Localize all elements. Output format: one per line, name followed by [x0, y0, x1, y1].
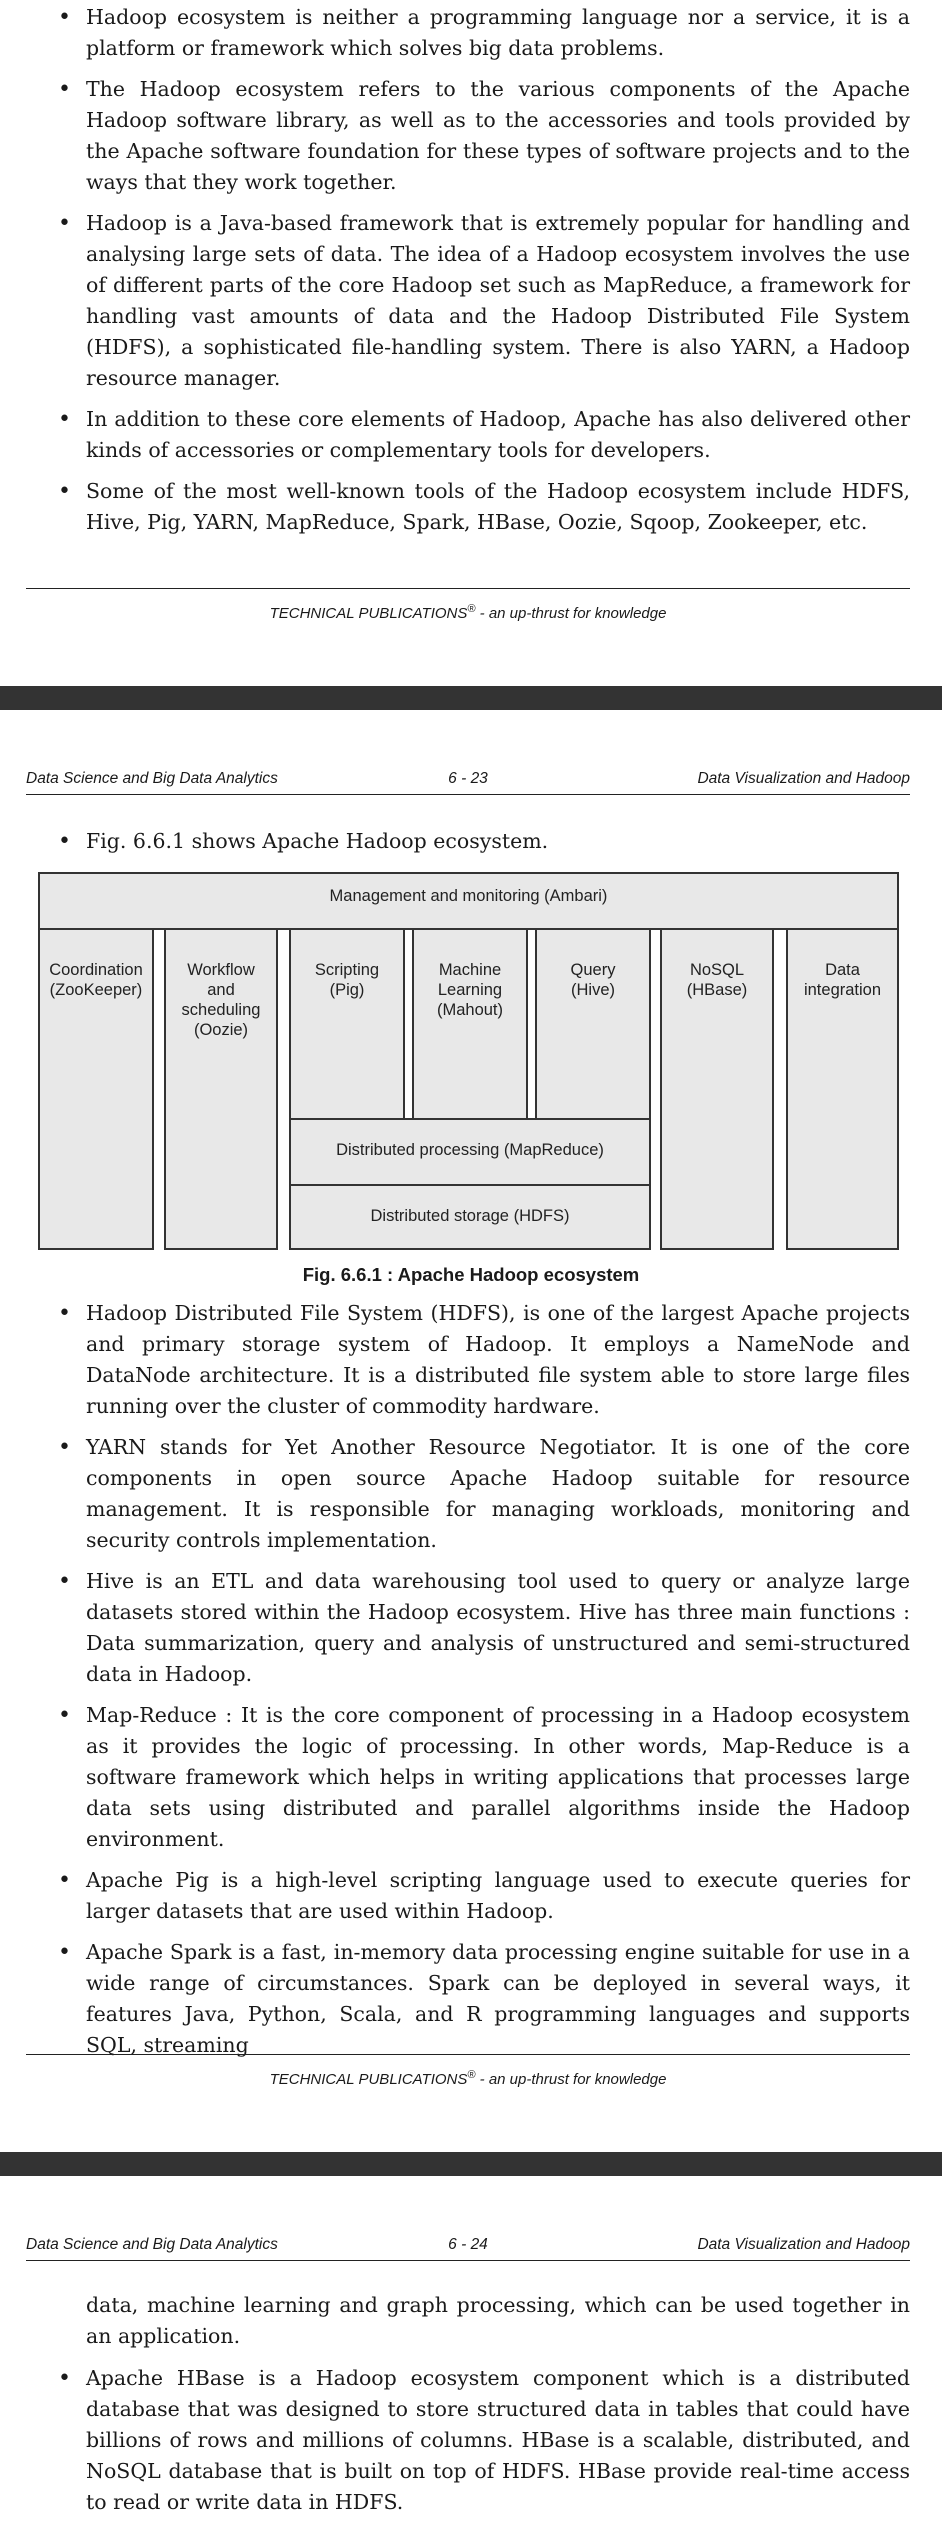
query-box: Query (Hive): [535, 928, 651, 1120]
processing-box: Distributed processing (MapReduce): [289, 1118, 651, 1186]
list-item: Some of the most well-known tools of the…: [56, 476, 910, 538]
page-header: Data Science and Big Data Analytics 6 - …: [26, 2236, 910, 2261]
workflow-and: and: [207, 981, 235, 999]
machine-learning-box: Machine Learning (Mahout): [412, 928, 528, 1120]
ml-label: Machine: [438, 961, 502, 979]
nosql-sub: (HBase): [686, 981, 748, 999]
data-integration-box: Data integration: [786, 928, 899, 1250]
nosql-label: NoSQL: [689, 961, 745, 979]
list-item: Hadoop ecosystem is neither a programmin…: [56, 2, 910, 64]
registered-mark: ®: [467, 603, 476, 615]
page2-bullet-list: Hadoop Distributed File System (HDFS), i…: [56, 1298, 910, 2071]
ml-learning: Learning: [437, 981, 503, 999]
scripting-label: Scripting: [314, 961, 380, 979]
figure-caption: Fig. 6.6.1 : Apache Hadoop ecosystem: [302, 1264, 640, 1285]
scripting-sub: (Pig): [329, 981, 365, 999]
footer-publisher: TECHNICAL PUBLICATIONS: [269, 605, 468, 622]
header-chapter-title: Data Visualization and Hadoop: [697, 2236, 910, 2253]
page2-intro-list: Fig. 6.6.1 shows Apache Hadoop ecosystem…: [56, 826, 910, 867]
page-footer: TECHNICAL PUBLICATIONS® - an up-thrust f…: [26, 2054, 910, 2088]
query-label: Query: [570, 961, 616, 979]
list-item: Apache Spark is a fast, in-memory data p…: [56, 1937, 910, 2061]
hadoop-ecosystem-diagram: Management and monitoring (Ambari) Coord…: [38, 872, 899, 1250]
header-page-number: 6 - 24: [448, 2236, 488, 2253]
continued-paragraph: data, machine learning and graph process…: [86, 2293, 910, 2348]
processing-label: Distributed processing (MapReduce): [336, 1141, 604, 1159]
list-item: Apache HBase is a Hadoop ecosystem compo…: [56, 2363, 910, 2518]
footer-tagline: - an up-thrust for knowledge: [475, 2071, 667, 2088]
list-item: Map-Reduce : It is the core component of…: [56, 1700, 910, 1855]
coordination-label: Coordination: [49, 961, 143, 979]
registered-mark: ®: [467, 2069, 476, 2081]
list-item: Hive is an ETL and data warehousing tool…: [56, 1566, 910, 1690]
list-item: Hadoop is a Java-based framework that is…: [56, 208, 910, 394]
page-separator: [0, 2152, 942, 2176]
coordination-box: Coordination (ZooKeeper): [38, 928, 154, 1250]
data-integration-sub: integration: [803, 981, 882, 999]
storage-box: Distributed storage (HDFS): [289, 1184, 651, 1250]
header-book-title: Data Science and Big Data Analytics: [26, 2236, 278, 2253]
scripting-box: Scripting (Pig): [289, 928, 405, 1120]
page-separator: [0, 686, 942, 710]
workflow-sub: (Oozie): [193, 1021, 249, 1039]
data-integration-label: Data: [825, 961, 860, 979]
nosql-box: NoSQL (HBase): [660, 928, 774, 1250]
ml-sub: (Mahout): [436, 1001, 504, 1019]
page3-bullet-list: Apache HBase is a Hadoop ecosystem compo…: [56, 2363, 910, 2528]
workflow-scheduling: scheduling: [181, 1001, 261, 1019]
header-book-title: Data Science and Big Data Analytics: [26, 770, 278, 787]
query-sub: (Hive): [571, 981, 615, 999]
list-item: In addition to these core elements of Ha…: [56, 404, 910, 466]
list-item: YARN stands for Yet Another Resource Neg…: [56, 1432, 910, 1556]
footer-publisher: TECHNICAL PUBLICATIONS: [269, 2071, 468, 2088]
page-footer: TECHNICAL PUBLICATIONS® - an up-thrust f…: [26, 588, 910, 622]
management-box: Management and monitoring (Ambari): [38, 872, 899, 930]
footer-tagline: - an up-thrust for knowledge: [475, 605, 667, 622]
storage-label: Distributed storage (HDFS): [370, 1207, 570, 1225]
list-item: The Hadoop ecosystem refers to the vario…: [56, 74, 910, 198]
list-item: Fig. 6.6.1 shows Apache Hadoop ecosystem…: [56, 826, 910, 857]
list-item: Apache Pig is a high-level scripting lan…: [56, 1865, 910, 1927]
header-chapter-title: Data Visualization and Hadoop: [697, 770, 910, 787]
page-header: Data Science and Big Data Analytics 6 - …: [26, 770, 910, 795]
page1-bullet-list: Hadoop ecosystem is neither a programmin…: [56, 2, 910, 548]
workflow-box: Workflow and scheduling (Oozie): [164, 928, 278, 1250]
coordination-sub: (ZooKeeper): [49, 981, 143, 999]
header-page-number: 6 - 23: [448, 770, 488, 787]
management-label: Management and monitoring (Ambari): [329, 887, 608, 905]
list-item: Hadoop Distributed File System (HDFS), i…: [56, 1298, 910, 1422]
workflow-label: Workflow: [187, 961, 255, 979]
